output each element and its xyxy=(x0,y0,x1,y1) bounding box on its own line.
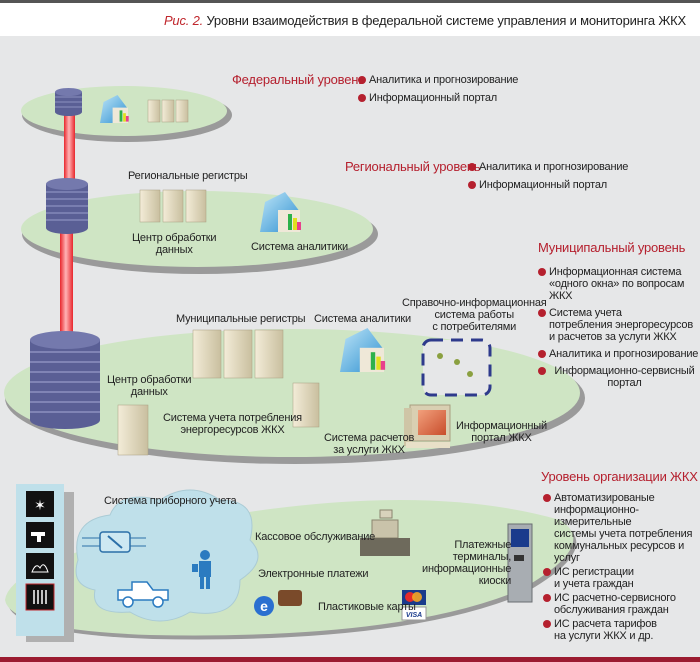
regional-functions-list: Аналитика и прогнозирование Информационн… xyxy=(468,161,628,193)
federal-analytics-folder-icon xyxy=(100,95,129,123)
figure-label: Рис. 2. xyxy=(163,13,204,28)
cashier-label: Кассовое обслуживание xyxy=(255,531,376,543)
organization-functions-list: Автоматизированые информационно-измерите… xyxy=(543,492,700,644)
meter-reader-person-icon xyxy=(192,550,211,589)
list-item: Информационный портал xyxy=(358,92,518,104)
terminals-label: Платежные терминалы, информационные киос… xyxy=(422,539,512,587)
municipal-data-center-label: Центр обработки данных xyxy=(107,374,192,398)
regional-analytics-folder-icon xyxy=(260,192,301,232)
energy-accounting-label: Система учета потребления энергоресурсов… xyxy=(163,412,302,436)
federal-functions-list: Аналитика и прогнозирование Информационн… xyxy=(358,74,518,106)
list-item: Информационная система «одного окна» по … xyxy=(538,266,700,302)
bottom-rule xyxy=(0,657,700,662)
figure-title: Уровни взаимодействия в федеральной сист… xyxy=(206,13,686,28)
list-item: Аналитика и прогнозирование xyxy=(538,348,700,360)
wallet-icon xyxy=(278,590,302,606)
federal-servers-icon xyxy=(147,99,189,123)
federal-database-icon xyxy=(55,88,82,116)
meter-reading-car-icon xyxy=(117,581,169,608)
list-item: Аналитика и прогнозирование xyxy=(468,161,628,173)
visa-label: VISA xyxy=(406,612,422,619)
figure-caption: Рис. 2. Уровни взаимодействия в федераль… xyxy=(164,13,686,28)
portal-computer-icon xyxy=(404,404,451,448)
metering-system-label: Система приборного учета xyxy=(104,495,237,507)
regional-analytics-label: Система аналитики xyxy=(251,241,348,253)
cash-register-icon xyxy=(360,509,410,556)
consumers-group-icon xyxy=(421,338,492,397)
data-link-rod xyxy=(60,105,75,345)
municipal-servers-icon xyxy=(117,329,320,456)
list-item: Информационный портал xyxy=(468,179,628,191)
regional-servers-icon xyxy=(139,189,207,223)
list-item: ИС расчетно-сервисного обслуживания граж… xyxy=(543,592,700,616)
metering-cloud xyxy=(75,489,259,622)
organization-level-title: Уровень организации ЖКХ xyxy=(541,469,698,484)
billing-system-label: Система расчетов за услуги ЖКХ xyxy=(324,432,415,456)
svg-text:✶: ✶ xyxy=(34,497,46,513)
regional-database-icon xyxy=(46,178,88,234)
reference-system-label: Справочно-информационная система работы … xyxy=(402,297,547,333)
plastic-cards-label: Пластиковые карты xyxy=(318,601,416,613)
municipal-functions-list: Информационная система «одного окна» по … xyxy=(538,266,700,394)
municipal-database-icon xyxy=(30,331,100,429)
svg-text:e: e xyxy=(260,598,268,614)
municipal-analytics-folder-icon xyxy=(340,328,386,372)
list-item: Автоматизированые информационно-измерите… xyxy=(543,492,700,564)
e-payments-label: Электронные платежи xyxy=(258,568,369,580)
gas-flame-icon xyxy=(26,553,54,579)
list-item: Аналитика и прогнозирование xyxy=(358,74,518,86)
list-item: ИС регистрации и учета граждан xyxy=(543,566,700,590)
top-rule xyxy=(0,0,700,3)
portal-label: Информационный портал ЖКХ xyxy=(456,420,547,444)
regional-level-title: Региональный уровень xyxy=(345,159,481,174)
electricity-icon xyxy=(26,491,54,517)
payment-kiosk-icon xyxy=(507,523,533,603)
caption-band: Рис. 2. Уровни взаимодействия в федераль… xyxy=(0,3,700,36)
municipal-level-title: Муниципальный уровень xyxy=(538,240,686,255)
water-meter-icon xyxy=(82,531,146,553)
municipal-registers-label: Муниципальные регистры xyxy=(176,313,306,325)
list-item: ИС расчета тарифов на услуги ЖКХ и др. xyxy=(543,618,700,642)
radiator-icon xyxy=(25,583,55,611)
regional-data-center-label: Центр обработки данных xyxy=(132,232,217,256)
list-item: Система учета потребления энергоресурсов… xyxy=(538,307,700,343)
federal-level-title: Федеральный уровень xyxy=(232,72,365,87)
resource-icons-panel: ✶ xyxy=(16,484,74,642)
list-item: Информационно-сервисный портал xyxy=(538,365,700,389)
payment-cards-icon: VISA xyxy=(401,590,427,621)
municipal-analytics-label: Система аналитики xyxy=(314,313,411,325)
regional-registers-label: Региональные регистры xyxy=(128,170,248,182)
internet-explorer-icon: e xyxy=(254,596,274,616)
